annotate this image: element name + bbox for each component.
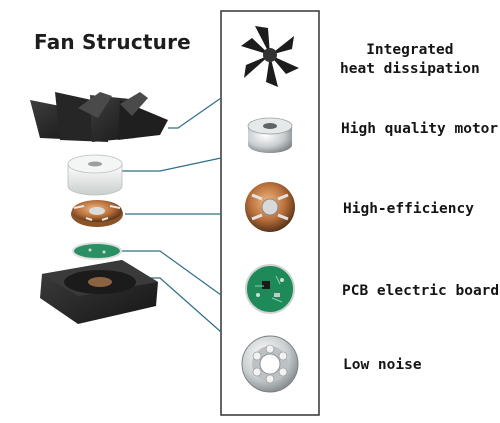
connector-line-motor [121,157,222,172]
feature-label-noise: Low noise [343,357,422,373]
pcb-board-icon [245,264,295,314]
feature-label-motor: High quality motor [341,121,499,137]
ball-bearing-icon [241,335,299,393]
pcb-part [72,242,122,260]
impeller-part [30,92,168,142]
stator-part [71,200,123,227]
feature-label-efficiency: High-efficiency [343,201,474,217]
fan-blade-icon [240,25,300,87]
diagram-title: Fan Structure [34,30,191,54]
feature-label-heat-dissipation: Integrated heat dissipation [340,42,480,77]
connector-line-impeller [168,97,222,129]
motor-ring-icon [247,117,293,153]
copper-coil-stator-icon [245,182,295,232]
motor-part [67,154,123,196]
connector-line-pcb [119,250,222,296]
feature-label-pcb: PCB electric board [342,283,500,299]
frame-part [40,260,158,324]
